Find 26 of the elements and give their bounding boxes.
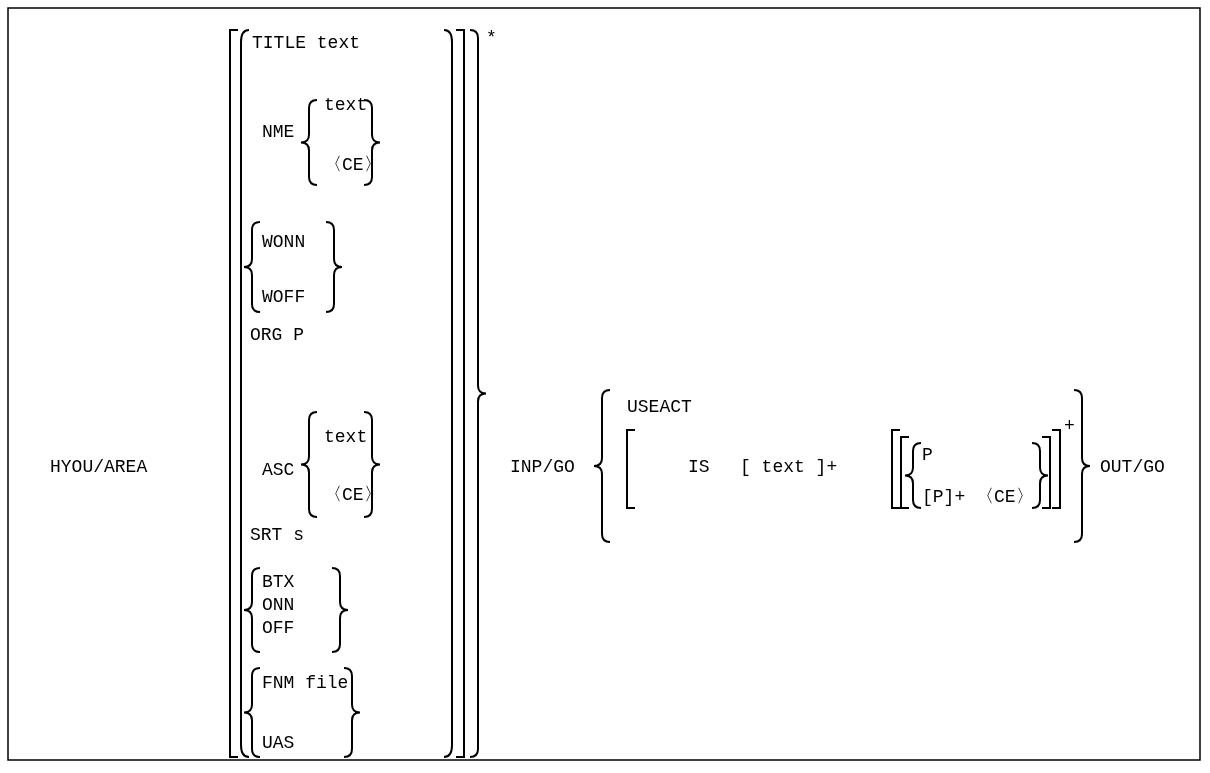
syntax-text: TITLE text [252,32,361,54]
syntax-text: * [486,27,497,49]
syntax-text: ONN [262,594,295,616]
syntax-text: [P]+ 〈CE〉 [922,486,1034,508]
syntax-text: text [324,426,368,448]
syntax-text: OFF [262,617,295,639]
syntax-text: HYOU/AREA [50,456,148,478]
syntax-text: IS [688,456,710,478]
syntax-text: ASC [262,459,295,481]
syntax-text: USEACT [627,396,692,418]
syntax-text: 〈CE〉 [324,154,382,176]
syntax-text: FNM file [262,672,349,694]
syntax-text: BTX [262,571,295,593]
syntax-text: text [324,94,368,116]
syntax-text: 〈CE〉 [324,484,382,506]
syntax-text: WONN [262,231,306,253]
syntax-text: UAS [262,732,295,754]
syntax-text: ORG P [250,324,304,346]
syntax-text: + [1064,415,1075,437]
syntax-text: P [922,444,933,466]
syntax-text: OUT/GO [1100,456,1165,478]
syntax-text: [ text ]+ [740,456,838,478]
syntax-text: SRT s [250,524,304,546]
syntax-text: WOFF [262,286,306,308]
syntax-text: NME [262,121,295,143]
syntax-text: INP/GO [510,456,575,478]
